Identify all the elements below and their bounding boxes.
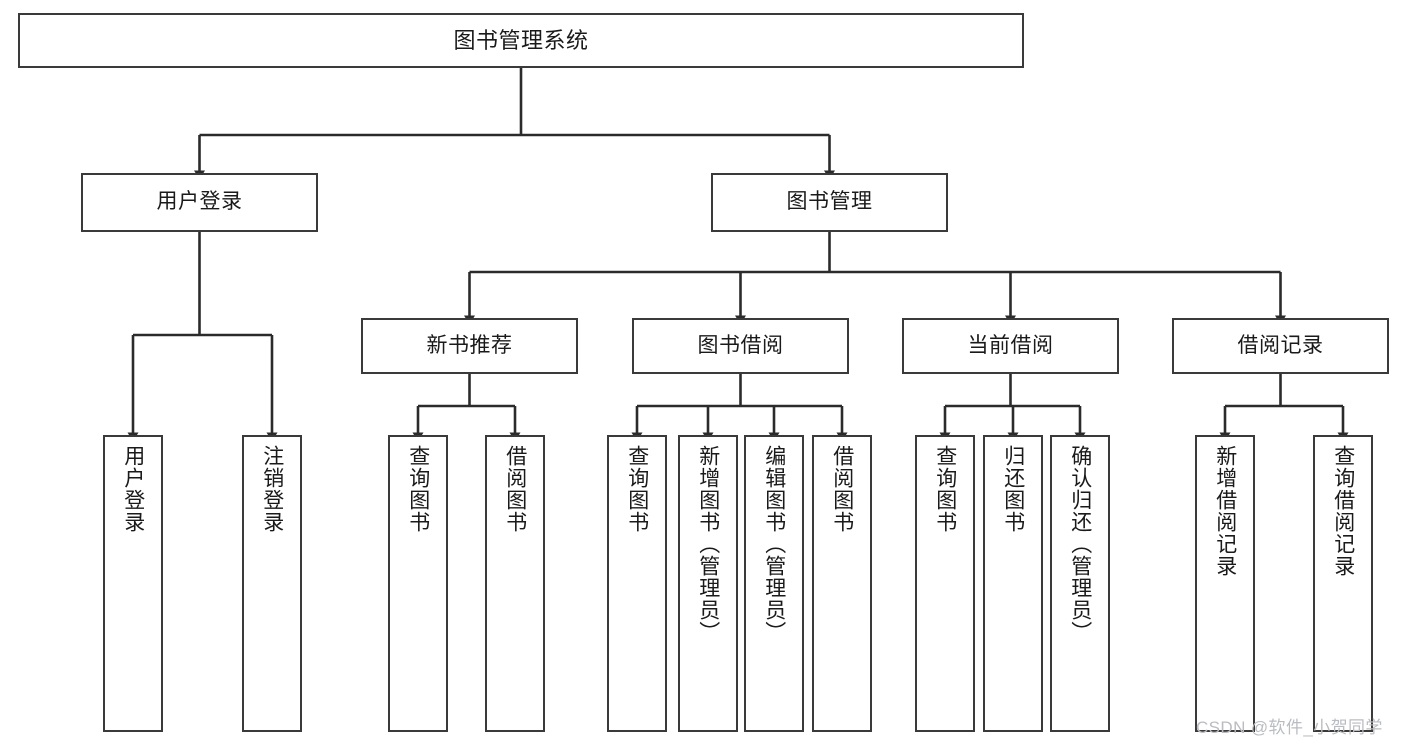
node-label: 图书管理 bbox=[786, 190, 873, 214]
node-leaf-query-book-borrow[interactable]: 查询图书 bbox=[607, 435, 667, 732]
node-new-book-recommend[interactable]: 新书推荐 bbox=[361, 318, 578, 374]
node-leaf-borrow-book-rec[interactable]: 借阅图书 bbox=[485, 435, 545, 732]
node-leaf-user-login[interactable]: 用户登录 bbox=[103, 435, 163, 732]
node-label: 借阅图书 bbox=[830, 445, 854, 533]
node-leaf-borrow-book[interactable]: 借阅图书 bbox=[812, 435, 872, 732]
node-label: 用户登录 bbox=[156, 190, 243, 214]
node-label: 借阅记录 bbox=[1237, 333, 1324, 357]
node-label: 新增借阅记录 bbox=[1213, 445, 1237, 577]
node-root-book-management-system[interactable]: 图书管理系统 bbox=[18, 13, 1024, 68]
node-user-login[interactable]: 用户登录 bbox=[81, 173, 318, 232]
node-label: 图书借阅 bbox=[697, 333, 784, 357]
node-leaf-add-book[interactable]: 新增图书（管理员） bbox=[678, 435, 738, 732]
node-label: 新书推荐 bbox=[426, 333, 513, 357]
node-leaf-return-book[interactable]: 归还图书 bbox=[983, 435, 1043, 732]
node-leaf-add-record[interactable]: 新增借阅记录 bbox=[1195, 435, 1255, 732]
node-label: 归还图书 bbox=[1001, 445, 1025, 533]
node-leaf-edit-book[interactable]: 编辑图书（管理员） bbox=[744, 435, 804, 732]
node-label: 编辑图书（管理员） bbox=[762, 445, 786, 643]
node-label: 用户登录 bbox=[121, 445, 145, 533]
watermark-csdn: CSDN @软件_小贺同学 bbox=[1196, 718, 1383, 737]
node-label: 当前借阅 bbox=[967, 333, 1054, 357]
node-label: 查询借阅记录 bbox=[1331, 445, 1355, 577]
node-label: 借阅图书 bbox=[503, 445, 527, 533]
node-leaf-logout[interactable]: 注销登录 bbox=[242, 435, 302, 732]
node-label: 新增图书（管理员） bbox=[696, 445, 720, 643]
node-label: 查询图书 bbox=[933, 445, 957, 533]
node-label: 图书管理系统 bbox=[453, 27, 589, 53]
node-current-borrow[interactable]: 当前借阅 bbox=[902, 318, 1119, 374]
node-book-manage[interactable]: 图书管理 bbox=[711, 173, 948, 232]
node-label: 注销登录 bbox=[260, 445, 284, 533]
edge-group bbox=[127, 68, 1349, 442]
node-book-borrow[interactable]: 图书借阅 bbox=[632, 318, 849, 374]
node-leaf-confirm-return[interactable]: 确认归还（管理员） bbox=[1050, 435, 1110, 732]
node-leaf-query-book-rec[interactable]: 查询图书 bbox=[388, 435, 448, 732]
node-label: 确认归还（管理员） bbox=[1068, 445, 1092, 643]
node-leaf-query-book-cur[interactable]: 查询图书 bbox=[915, 435, 975, 732]
node-label: 查询图书 bbox=[625, 445, 649, 533]
node-leaf-query-record[interactable]: 查询借阅记录 bbox=[1313, 435, 1373, 732]
node-label: 查询图书 bbox=[406, 445, 430, 533]
node-borrow-record[interactable]: 借阅记录 bbox=[1172, 318, 1389, 374]
